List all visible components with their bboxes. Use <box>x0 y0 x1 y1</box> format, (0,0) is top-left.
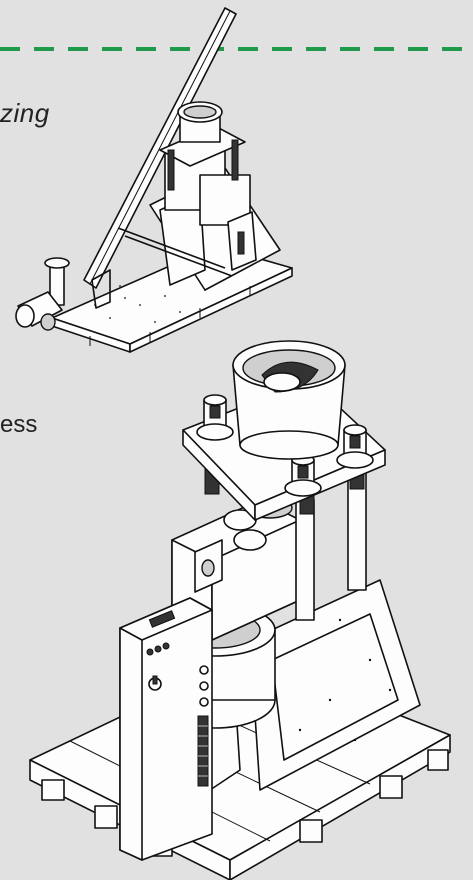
crusher-with-conveyor-illustration <box>15 7 293 353</box>
dashed-divider <box>0 47 473 51</box>
caption-mid-fragment: ess <box>0 411 38 438</box>
caption-top-fragment: zing <box>0 98 50 128</box>
crusher-on-pallet-illustration <box>29 340 451 880</box>
